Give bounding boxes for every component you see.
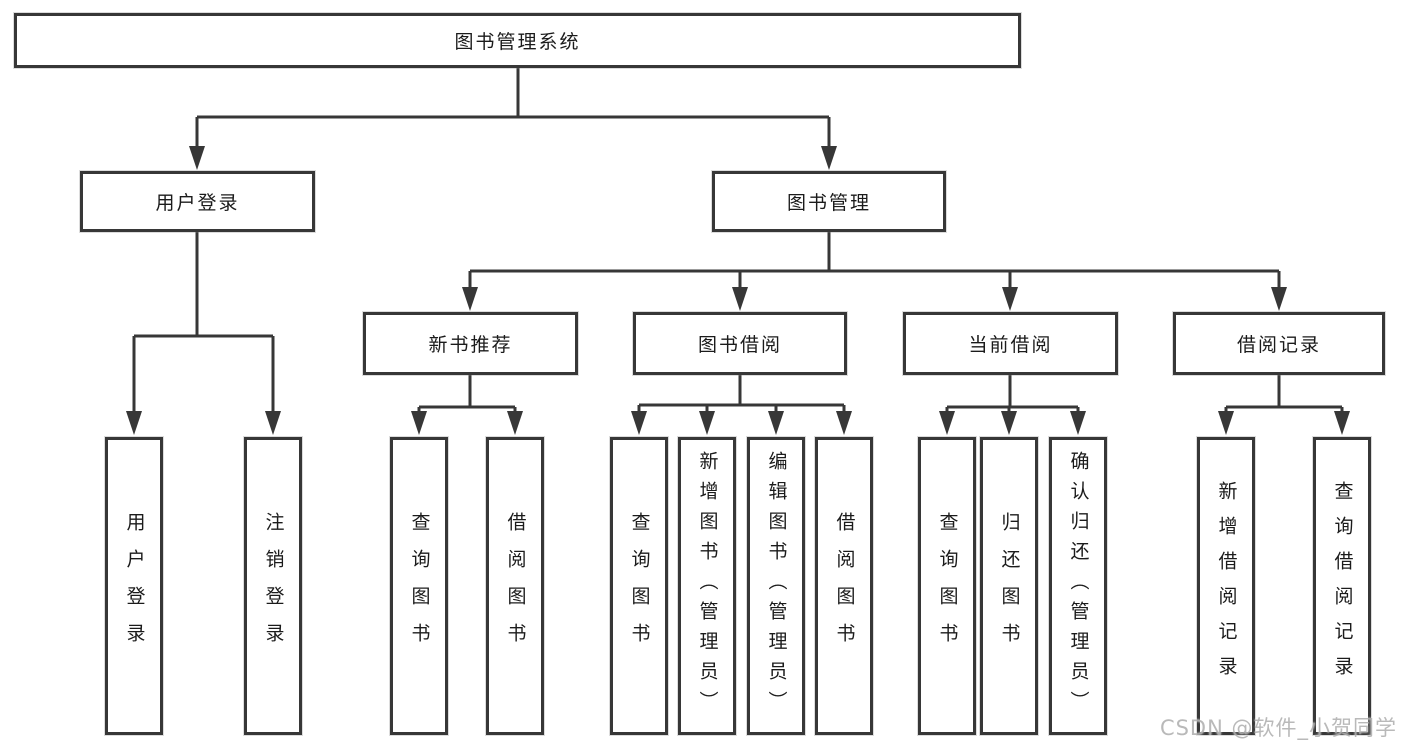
node-new-book-recommend: 新书推荐 [363,312,578,375]
node-book-management-group-label: 图书管理 [786,192,871,214]
node-confirm-return-admin-label: 确认归还（管理员） [1067,451,1090,721]
node-current-borrow-label: 当前借阅 [968,334,1053,356]
node-current-borrow: 当前借阅 [903,312,1118,375]
connector-borrow-records-to-children [1218,375,1350,435]
connector-book-management-to-level3 [462,232,1287,311]
node-borrow-books-leaf: 借阅图书 [815,437,873,735]
node-query-books-borrow-label: 查询图书 [628,512,651,660]
connector-user-login-to-children [126,232,281,435]
node-root-label: 图书管理系统 [454,31,581,53]
node-add-borrow-record: 新增借阅记录 [1197,437,1255,735]
node-borrow-books-recommend-label: 借阅图书 [504,512,527,660]
node-edit-book-admin-label: 编辑图书（管理员） [765,451,788,721]
node-query-books-recommend-label: 查询图书 [408,512,431,660]
node-borrow-records-label: 借阅记录 [1236,334,1321,356]
node-logout-login: 注销登录 [244,437,302,735]
node-return-books-label: 归还图书 [998,512,1021,660]
node-logout-login-label: 注销登录 [262,512,285,660]
node-query-books-borrow: 查询图书 [610,437,668,735]
node-add-book-admin-label: 新增图书（管理员） [696,451,719,721]
node-borrow-records: 借阅记录 [1173,312,1385,375]
node-book-borrow: 图书借阅 [633,312,847,375]
node-user-login-group-label: 用户登录 [155,192,240,214]
node-user-login-group: 用户登录 [80,171,315,232]
node-query-borrow-record-label: 查询借阅记录 [1331,481,1354,691]
node-add-book-admin: 新增图书（管理员） [678,437,736,735]
node-confirm-return-admin: 确认归还（管理员） [1049,437,1107,735]
node-book-management-group: 图书管理 [712,171,946,232]
node-edit-book-admin: 编辑图书（管理员） [747,437,805,735]
node-add-borrow-record-label: 新增借阅记录 [1215,481,1238,691]
node-query-borrow-record: 查询借阅记录 [1313,437,1371,735]
node-book-borrow-label: 图书借阅 [697,334,782,356]
watermark: CSDN @软件_小贺同学 [1159,716,1397,740]
node-user-login-leaf: 用户登录 [105,437,163,735]
node-root: 图书管理系统 [14,13,1021,68]
node-borrow-books-leaf-label: 借阅图书 [833,512,856,660]
node-query-books-current: 查询图书 [918,437,976,735]
node-borrow-books-recommend: 借阅图书 [486,437,544,735]
connector-current-borrow-to-children [939,375,1086,435]
node-return-books: 归还图书 [980,437,1038,735]
connector-new-book-recommend-to-children [411,375,523,435]
connector-root-to-level2 [189,68,837,170]
node-new-book-recommend-label: 新书推荐 [428,334,513,356]
node-user-login-leaf-label: 用户登录 [123,512,146,660]
node-query-books-recommend: 查询图书 [390,437,448,735]
connector-book-borrow-to-children [631,375,852,435]
node-query-books-current-label: 查询图书 [936,512,959,660]
